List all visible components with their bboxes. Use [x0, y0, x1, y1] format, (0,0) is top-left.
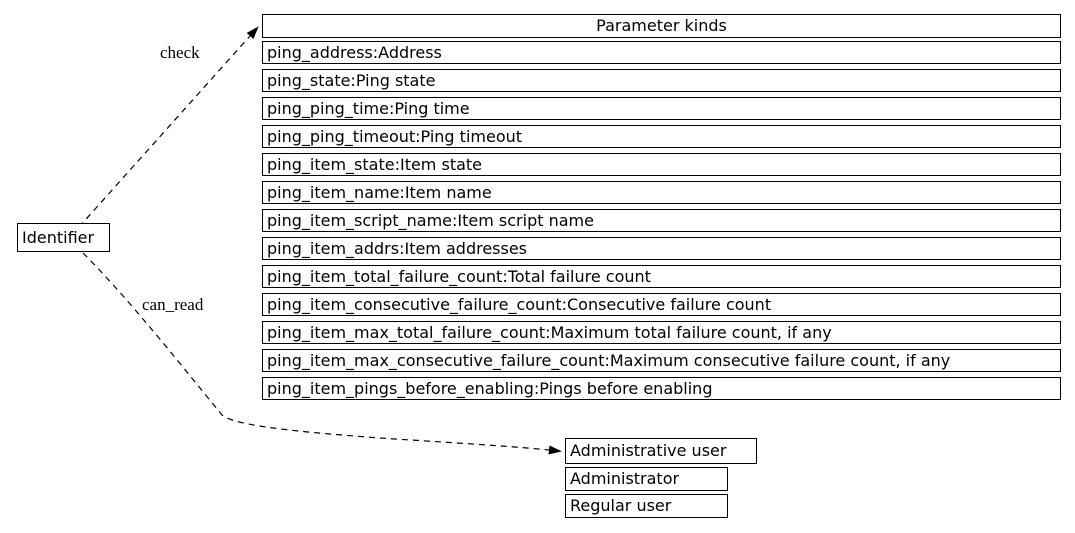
admin-user-row: Regular user: [565, 494, 728, 518]
parameter-row: ping_ping_timeout:Ping timeout: [262, 125, 1061, 148]
parameter-row: ping_item_state:Item state: [262, 153, 1061, 176]
edge-label-check: check: [160, 43, 200, 62]
identifier-label: Identifier: [22, 228, 95, 247]
parameter-row: ping_state:Ping state: [262, 69, 1061, 92]
parameter-row: ping_item_script_name:Item script name: [262, 209, 1061, 232]
parameter-row: ping_item_pings_before_enabling:Pings be…: [262, 377, 1061, 400]
node-parameter-kinds: Parameter kinds ping_address:Address pin…: [262, 14, 1061, 400]
parameter-row: ping_item_total_failure_count:Total fail…: [262, 265, 1061, 288]
parameter-row: ping_item_addrs:Item addresses: [262, 237, 1061, 260]
parameter-row: ping_item_consecutive_failure_count:Cons…: [262, 293, 1061, 316]
can-read-edge: [82, 252, 562, 455]
parameter-kinds-title: Parameter kinds: [262, 14, 1061, 38]
admin-user-row: Administrator: [565, 467, 728, 491]
parameter-row: ping_item_max_total_failure_count:Maximu…: [262, 321, 1061, 344]
parameter-row: ping_ping_time:Ping time: [262, 97, 1061, 120]
node-identifier: Identifier: [17, 223, 110, 252]
check-edge: [78, 26, 259, 228]
parameter-row: ping_item_max_consecutive_failure_count:…: [262, 349, 1061, 372]
edge-label-can-read: can_read: [142, 295, 204, 314]
parameter-row: ping_address:Address: [262, 41, 1061, 64]
node-administrative-user: Administrative user Administrator Regula…: [565, 438, 757, 518]
parameter-row: ping_item_name:Item name: [262, 181, 1061, 204]
administrative-user-title: Administrative user: [565, 438, 757, 464]
